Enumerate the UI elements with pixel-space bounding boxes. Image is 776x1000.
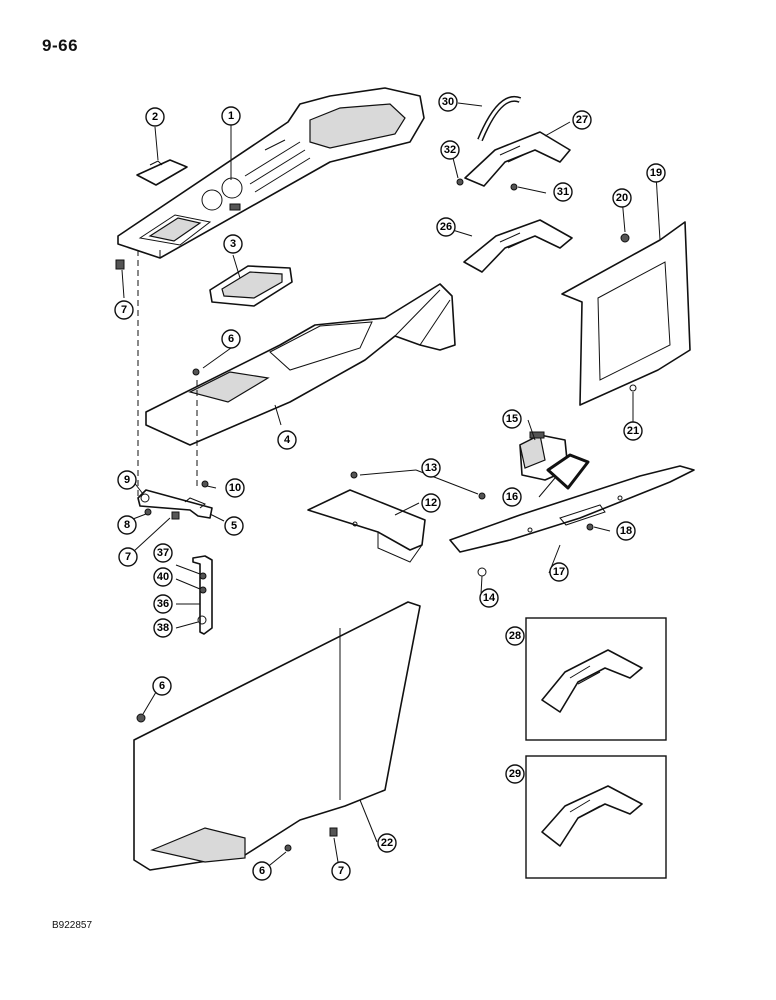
svg-text:6: 6 [259,865,265,877]
callout-28: 28 [505,626,525,646]
svg-text:7: 7 [125,551,131,563]
callout-6-middle: 6 [152,676,172,696]
svg-text:10: 10 [229,482,241,494]
svg-text:15: 15 [506,413,518,425]
svg-text:18: 18 [620,525,632,537]
rear-panel-part [561,221,691,406]
svg-text:29: 29 [509,768,521,780]
svg-text:40: 40 [157,571,169,583]
callout-7-middle: 7 [118,547,138,567]
svg-text:16: 16 [506,491,518,503]
page-number: 9-66 [42,36,79,55]
callout-27: 27 [572,110,592,130]
svg-text:27: 27 [576,114,588,126]
callout-7-lower: 7 [331,861,351,881]
callout-32: 32 [440,140,460,160]
callout-36: 36 [153,594,173,614]
callout-13: 13 [421,458,441,478]
alignment-lines [137,250,198,500]
svg-text:19: 19 [650,167,662,179]
callout-21: 21 [623,421,643,441]
callout-9: 9 [117,470,137,490]
console-top-part [117,87,425,259]
side-trim-part [449,465,695,553]
callout-6-lower: 6 [252,861,272,881]
callout-1: 1 [221,106,241,126]
callout-37: 37 [153,543,173,563]
callout-5: 5 [224,516,244,536]
svg-text:13: 13 [425,462,437,474]
callout-22: 22 [377,833,397,853]
svg-text:32: 32 [444,144,456,156]
callout-6-upper: 6 [221,329,241,349]
svg-text:30: 30 [442,96,454,108]
callout-20: 20 [612,188,632,208]
callout-16: 16 [502,487,522,507]
svg-text:14: 14 [483,592,496,604]
svg-text:4: 4 [284,434,291,446]
svg-text:6: 6 [159,680,165,692]
svg-text:6: 6 [228,333,234,345]
svg-text:12: 12 [425,497,437,509]
svg-text:22: 22 [381,837,393,849]
svg-text:37: 37 [157,547,169,559]
callout-14: 14 [479,588,499,608]
callout-18: 18 [616,521,636,541]
callout-12: 12 [421,493,441,513]
svg-text:26: 26 [440,221,452,233]
side-panel-part [133,601,421,871]
callout-2: 2 [145,107,165,127]
callout-29: 29 [505,764,525,784]
callout-17: 17 [549,562,569,582]
cover-plate-part [136,159,188,186]
inset-box-29 [525,755,667,879]
callout-30: 30 [438,92,458,112]
svg-text:9: 9 [124,474,130,486]
callout-19: 19 [646,163,666,183]
svg-text:1: 1 [228,110,234,122]
callout-7-upper: 7 [114,300,134,320]
svg-text:28: 28 [509,630,521,642]
callout-3: 3 [223,234,243,254]
bracket-part [137,489,213,519]
svg-text:8: 8 [124,519,130,531]
callout-8: 8 [117,515,137,535]
svg-text:17: 17 [553,566,565,578]
console-panel-part [145,283,456,446]
shift-guide-lower-part [463,219,573,273]
inset-box-28 [525,617,667,741]
hose-part [477,95,522,142]
callout-10: 10 [225,478,245,498]
callout-4: 4 [277,430,297,450]
callout-15: 15 [502,409,522,429]
svg-text:7: 7 [121,304,127,316]
svg-text:20: 20 [616,192,628,204]
svg-text:3: 3 [230,238,236,250]
reference-code: B922857 [52,920,93,931]
callout-38: 38 [153,618,173,638]
strap-part [192,555,213,635]
callout-40: 40 [153,567,173,587]
svg-text:36: 36 [157,598,169,610]
gasket-part [546,453,590,490]
callout-31: 31 [553,182,573,202]
shift-guide-upper-part [464,131,571,187]
svg-text:2: 2 [152,111,158,123]
svg-text:21: 21 [627,425,639,437]
fasteners [115,178,637,852]
leader-lines [121,102,661,870]
shelf-part [307,489,426,563]
tray-part [209,265,293,307]
svg-text:5: 5 [231,520,237,532]
svg-text:31: 31 [557,186,569,198]
svg-text:7: 7 [338,865,344,877]
svg-text:38: 38 [157,622,169,634]
callout-26: 26 [436,217,456,237]
